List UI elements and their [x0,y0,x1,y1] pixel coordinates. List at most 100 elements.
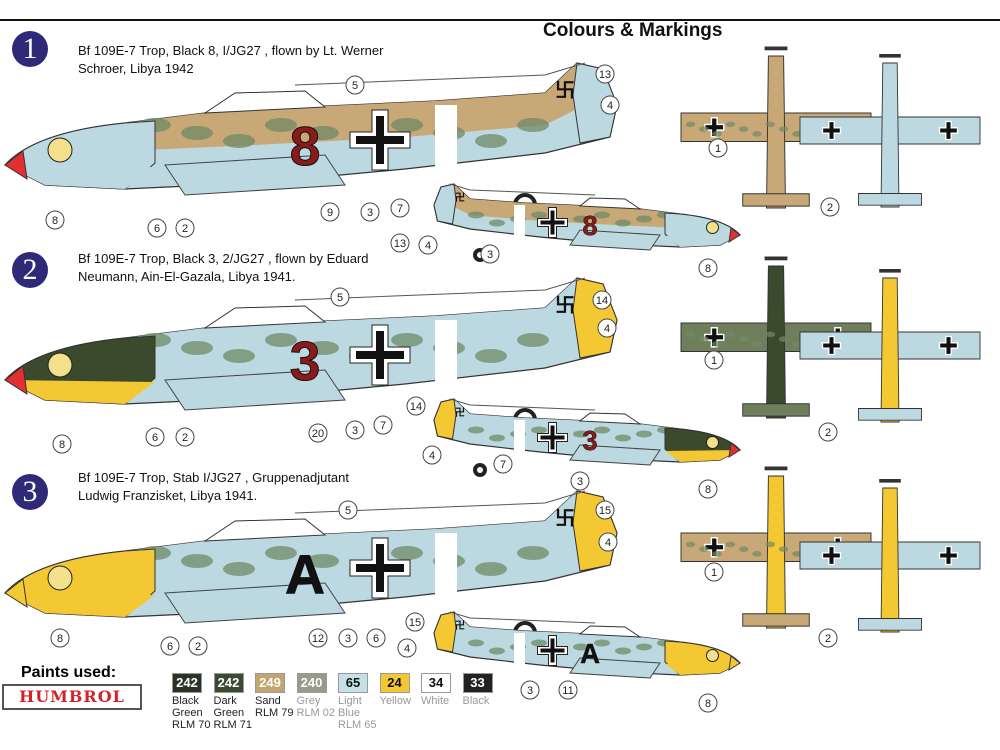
callout-6: 6 [160,636,180,656]
svg-text:卐: 卐 [555,507,575,530]
callout-7: 7 [493,454,513,474]
callout-4: 4 [418,235,438,255]
svg-text:卐: 卐 [455,407,465,419]
callout-3: 3 [360,202,380,222]
svg-text:14: 14 [596,295,608,307]
svg-text:6: 6 [154,223,160,235]
svg-text:5: 5 [345,505,351,517]
svg-text:卐: 卐 [455,192,465,204]
svg-text:9: 9 [327,207,333,219]
svg-text:15: 15 [409,617,421,629]
callout-6: 6 [145,427,165,447]
scheme-1-badge: 1 [12,31,48,67]
callout-3: 3 [345,420,365,440]
svg-text:1: 1 [711,567,717,579]
aircraft-code: A [580,638,600,669]
paint-name: Dark Green RLM 71 [213,695,253,731]
svg-text:20: 20 [312,428,324,440]
callout-3: 3 [480,244,500,264]
aircraft-code: A [285,543,325,605]
paint-name: Sand RLM 79 [255,695,294,719]
callout-8: 8 [45,210,65,230]
callout-2: 2 [175,427,195,447]
svg-text:2: 2 [182,223,188,235]
callout-2: 2 [175,218,195,238]
svg-text:15: 15 [599,505,611,517]
svg-text:3: 3 [352,425,358,437]
svg-text:2: 2 [182,432,188,444]
svg-text:4: 4 [604,323,610,335]
paint-name: Black [462,695,490,707]
paint-name: White [421,695,450,707]
svg-text:12: 12 [312,633,324,645]
svg-text:5: 5 [352,80,358,92]
svg-text:8: 8 [705,484,711,496]
aircraft-code: 8 [582,210,597,241]
svg-text:6: 6 [373,633,379,645]
scheme-3-badge: 3 [12,474,48,510]
svg-text:卐: 卐 [555,294,575,317]
svg-text:卐: 卐 [555,79,575,102]
svg-text:8: 8 [705,263,711,275]
callout-15: 15 [595,500,615,520]
paint-code: 242 [213,673,244,693]
svg-text:3: 3 [577,476,583,488]
scheme-1-side-profile-left: 8卐 [4,62,618,217]
callout-6: 6 [147,218,167,238]
callout-2: 2 [818,422,838,442]
callout-14: 14 [592,290,612,310]
callout-13: 13 [390,233,410,253]
aircraft-code: 8 [290,115,321,177]
svg-text:1: 1 [711,355,717,367]
callout-8: 8 [698,693,718,713]
callout-7: 7 [390,198,410,218]
aircraft-code: 3 [290,330,321,392]
svg-text:4: 4 [425,240,431,252]
paint-code: 33 [462,673,493,693]
svg-text:8: 8 [59,439,65,451]
svg-text:13: 13 [394,238,406,250]
callout-8: 8 [50,628,70,648]
svg-text:4: 4 [607,100,613,112]
callout-9: 9 [320,202,340,222]
callout-3: 3 [520,680,540,700]
svg-text:4: 4 [404,643,410,655]
callout-11: 11 [558,680,578,700]
svg-text:5: 5 [337,292,343,304]
callout-8: 8 [698,479,718,499]
aircraft-code: 3 [582,425,597,456]
callout-12: 12 [308,628,328,648]
svg-text:8: 8 [52,215,58,227]
callout-3: 3 [570,471,590,491]
svg-text:8: 8 [57,633,63,645]
svg-text:3: 3 [345,633,351,645]
scheme-1-description: Bf 109E-7 Trop, Black 8, I/JG27 , flown … [78,43,384,76]
callout-4: 4 [397,638,417,658]
scheme-3-side-profile-right: A卐 [433,611,741,690]
svg-text:14: 14 [410,401,422,413]
svg-text:2: 2 [827,202,833,214]
page-title: Colours & Markings [543,20,723,41]
callout-13: 13 [595,64,615,84]
svg-text:2: 2 [825,427,831,439]
scheme-2-side-profile-left: 3卐 [4,277,618,432]
svg-text:2: 2 [825,633,831,645]
svg-text:11: 11 [562,685,573,697]
callout-2: 2 [820,197,840,217]
svg-text:2: 2 [195,641,201,653]
paint-name: Grey RLM 02 [296,695,336,719]
paint-name: Black Green RLM 70 [172,695,211,731]
svg-text:1: 1 [715,143,721,155]
scheme-2-description: Bf 109E-7 Trop, Black 3, 2/JG27 , flown … [78,251,369,284]
paint-code: 240 [296,673,327,693]
svg-text:卐: 卐 [455,620,465,632]
svg-text:3: 3 [367,207,373,219]
callout-1: 1 [704,562,724,582]
